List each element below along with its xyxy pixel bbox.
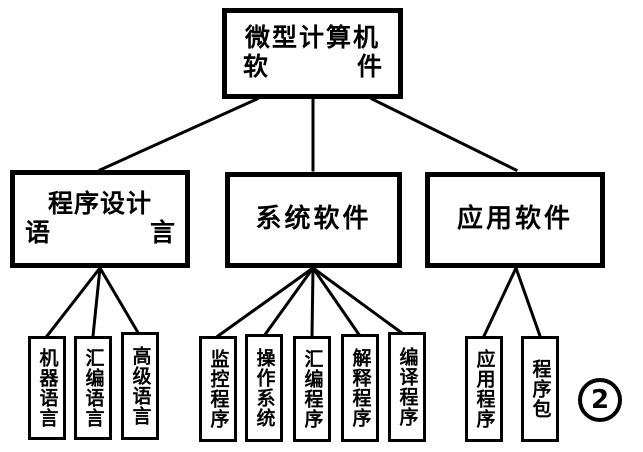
node-monitor-program-label: 监控程序 bbox=[207, 349, 230, 429]
node-machine-language: 机器语言 bbox=[28, 336, 66, 440]
connector-system-software-to-compiler-program bbox=[310, 265, 409, 339]
node-assembler-program: 汇编程序 bbox=[293, 336, 331, 442]
connector-programming-languages-to-high-level-language bbox=[97, 265, 143, 339]
connector-application-software-to-program-package bbox=[514, 266, 542, 338]
node-operating-system: 操作系统 bbox=[245, 334, 283, 442]
node-root-line2: 软 件 bbox=[237, 51, 388, 82]
node-application-program: 应用程序 bbox=[465, 336, 503, 442]
node-microcomputer-software: 微型计算机 软 件 bbox=[222, 8, 403, 99]
connector-system-software-to-monitor-program bbox=[215, 265, 316, 339]
node-root-line2-left: 软 bbox=[243, 51, 269, 81]
node-system-software-label: 系统软件 bbox=[255, 204, 372, 235]
node-operating-system-label: 操作系统 bbox=[253, 348, 276, 428]
node-high-level-language-label: 高级语言 bbox=[129, 346, 152, 426]
node-application-software: 应用软件 bbox=[425, 172, 605, 268]
figure-number-badge: 2 bbox=[578, 378, 622, 422]
figure-number-label: 2 bbox=[590, 385, 610, 415]
connector-programming-languages-to-assembly-language bbox=[91, 266, 102, 338]
node-programming-languages-line2-left: 语 bbox=[25, 218, 51, 247]
connector-application-software-to-application-program bbox=[482, 266, 518, 338]
node-programming-languages-line2: 语 言 bbox=[15, 218, 185, 248]
node-monitor-program: 监控程序 bbox=[199, 336, 237, 442]
node-application-program-label: 应用程序 bbox=[473, 349, 496, 429]
node-high-level-language: 高级语言 bbox=[121, 332, 159, 440]
node-programming-languages-line2-right: 言 bbox=[149, 218, 175, 247]
node-programming-languages-line1: 程序设计 bbox=[47, 189, 152, 219]
node-compiler-program: 编译程序 bbox=[388, 332, 426, 442]
node-interpreter-program: 解释程序 bbox=[341, 334, 379, 442]
node-system-software: 系统软件 bbox=[225, 172, 402, 268]
connector-root-to-programming-languages bbox=[98, 97, 259, 172]
node-program-package: 程序包 bbox=[521, 336, 559, 442]
node-machine-language-label: 机器语言 bbox=[36, 348, 59, 428]
connector-system-software-to-assembler-program bbox=[310, 266, 315, 338]
node-root-line2-right: 件 bbox=[356, 51, 382, 81]
connector-programming-languages-to-machine-language bbox=[44, 265, 103, 339]
connector-root-to-application-software bbox=[369, 96, 519, 173]
node-interpreter-program-label: 解释程序 bbox=[349, 348, 372, 428]
node-program-package-label: 程序包 bbox=[529, 359, 552, 419]
node-root-line1: 微型计算机 bbox=[244, 22, 380, 52]
node-assembly-language-label: 汇编语言 bbox=[82, 348, 105, 428]
node-programming-languages: 程序设计 语 言 bbox=[10, 170, 190, 268]
node-application-software-label: 应用软件 bbox=[456, 204, 573, 235]
connector-system-software-to-operating-system bbox=[261, 265, 316, 339]
node-assembler-program-label: 汇编程序 bbox=[301, 349, 324, 429]
connector-system-software-to-interpreter-program bbox=[310, 265, 363, 339]
node-assembly-language: 汇编语言 bbox=[74, 336, 112, 440]
node-compiler-program-label: 编译程序 bbox=[396, 347, 419, 427]
